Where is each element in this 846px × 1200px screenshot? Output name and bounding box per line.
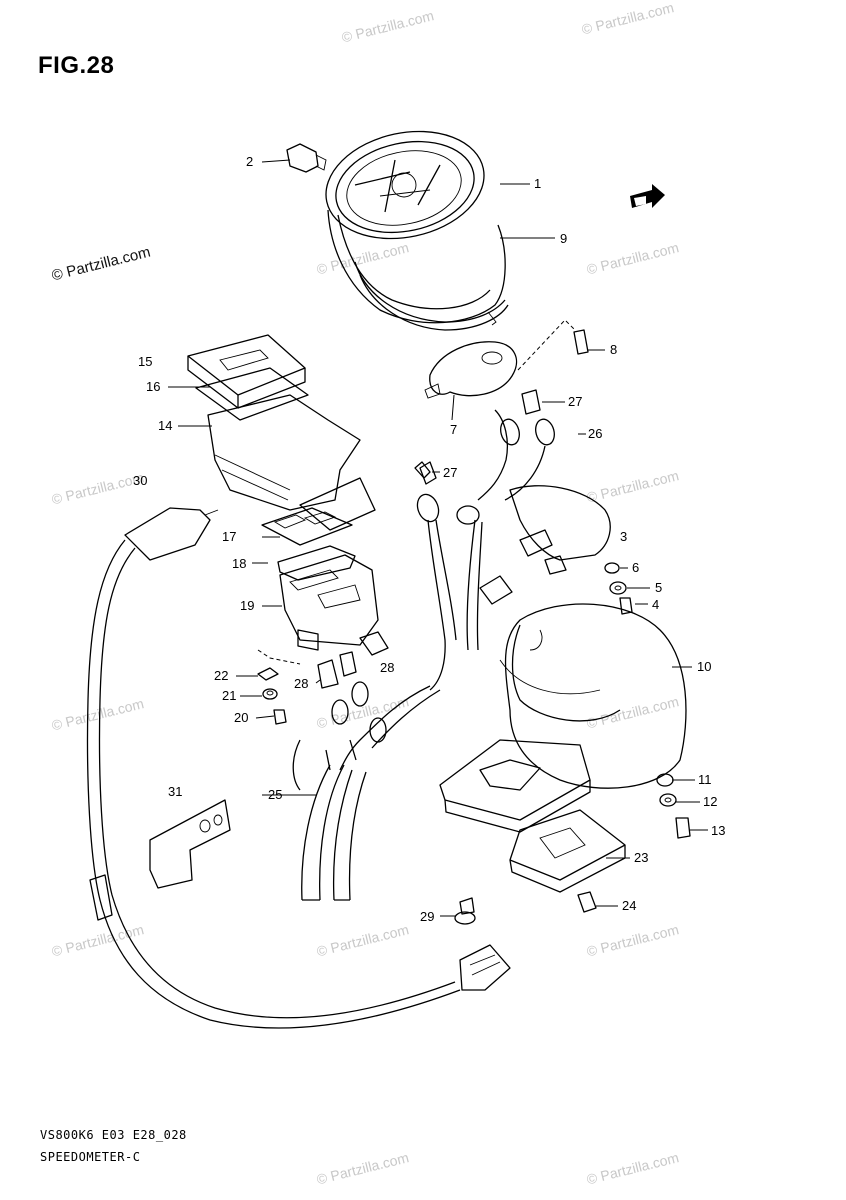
diagram-name: SPEEDOMETER-C	[40, 1150, 141, 1164]
label-part-30: 30	[133, 473, 147, 488]
label-part-15: 15	[138, 354, 152, 369]
label-part-9: 9	[560, 231, 567, 246]
label-part-11: 11	[698, 772, 712, 787]
label-part-18: 18	[232, 556, 246, 571]
label-part-22: 22	[214, 668, 228, 683]
speedometer-assembly	[286, 130, 509, 331]
label-part-7: 7	[450, 422, 457, 437]
lower-bracket	[439, 739, 691, 839]
label-part-27-upper: 27	[568, 394, 582, 409]
label-part-6: 6	[632, 560, 639, 575]
figure-title: FIG.28	[38, 52, 115, 79]
label-part-21: 21	[222, 688, 236, 703]
front-direction-arrow-icon	[630, 184, 665, 208]
lamp-socket-assembly	[257, 507, 389, 665]
meter-bracket	[509, 485, 633, 615]
label-part-4: 4	[652, 597, 659, 612]
label-part-13: 13	[711, 823, 725, 838]
label-part-28-right: 28	[380, 660, 394, 675]
label-part-28-left: 28	[294, 676, 308, 691]
wiring-harness	[292, 389, 555, 901]
label-part-10: 10	[697, 659, 711, 674]
fasteners-left	[257, 667, 287, 725]
label-part-24: 24	[622, 898, 636, 913]
diagram-code: VS800K6 E03 E28_028	[40, 1128, 187, 1142]
label-part-5: 5	[655, 580, 662, 595]
label-part-1: 1	[534, 176, 541, 191]
label-part-3: 3	[620, 529, 627, 544]
bulb-holder-bracket	[424, 319, 589, 399]
label-part-26: 26	[588, 426, 602, 441]
label-part-14: 14	[158, 418, 172, 433]
label-part-17: 17	[222, 529, 236, 544]
label-part-20: 20	[234, 710, 248, 725]
mount-bracket	[509, 809, 626, 913]
label-part-16: 16	[146, 379, 160, 394]
label-part-29: 29	[420, 909, 434, 924]
speedometer-cable	[86, 507, 511, 1029]
label-part-27-lower: 27	[443, 465, 457, 480]
bolt-29	[454, 897, 476, 925]
label-part-8: 8	[610, 342, 617, 357]
leader-lines	[168, 159, 708, 917]
label-part-12: 12	[703, 794, 717, 809]
label-part-19: 19	[240, 598, 254, 613]
label-part-25: 25	[268, 787, 282, 802]
label-part-23: 23	[634, 850, 648, 865]
part-labels: 2 1 9 8 15 16 14 7 27 26 27 30 3 17 18 6…	[133, 154, 725, 924]
meter-cover	[499, 603, 687, 789]
label-part-2: 2	[246, 154, 253, 169]
indicator-lamp-housing	[187, 334, 376, 531]
label-part-31: 31	[168, 784, 182, 799]
cable-clamp-bracket	[149, 799, 231, 889]
